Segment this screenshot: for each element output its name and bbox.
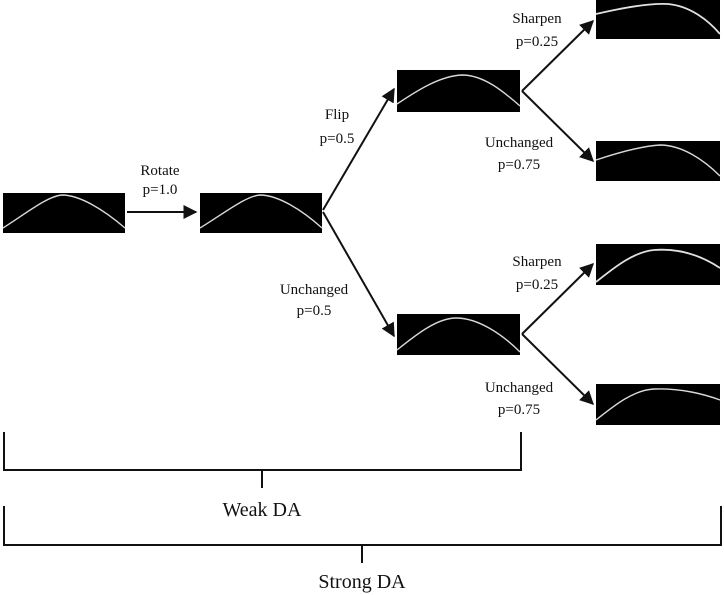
- flip-prob: p=0.5: [320, 131, 355, 147]
- arrow-icon: [322, 87, 395, 211]
- arrow-icon: [521, 90, 594, 162]
- scan-noflip-sharpen: [595, 244, 721, 285]
- scan-noflip-unchanged: [595, 384, 721, 425]
- scan-flip-sharpen: [595, 0, 721, 39]
- arrow-icon: [521, 263, 594, 335]
- unchanged-top-label: Unchanged: [485, 135, 554, 151]
- rotate-label: Rotate: [140, 163, 179, 179]
- unchanged-bottom-prob: p=0.75: [498, 402, 540, 418]
- scan-original: [2, 193, 126, 233]
- sharpen-bottom-label: Sharpen: [512, 254, 562, 270]
- scan-flip-unchanged: [595, 141, 721, 181]
- unchanged-bottom-label: Unchanged: [485, 380, 554, 396]
- strong-da-bracket: [3, 506, 722, 563]
- scan-flipped: [396, 70, 521, 112]
- weak-da-bracket: [3, 432, 522, 488]
- rotate-prob: p=1.0: [143, 182, 178, 198]
- sharpen-bottom-prob: p=0.25: [516, 277, 558, 293]
- scan-unflipped: [396, 314, 521, 355]
- sharpen-top-label: Sharpen: [512, 11, 562, 27]
- arrow-icon: [521, 20, 594, 92]
- arrow-icon: [521, 333, 594, 405]
- arrow-icon: [322, 211, 395, 338]
- unchanged-flip-label: Unchanged: [280, 282, 349, 298]
- sharpen-top-prob: p=0.25: [516, 34, 558, 50]
- scan-rotated: [199, 193, 323, 233]
- strong-da-label: Strong DA: [318, 571, 406, 593]
- unchanged-top-prob: p=0.75: [498, 157, 540, 173]
- unchanged-flip-prob: p=0.5: [297, 303, 332, 319]
- flip-label: Flip: [325, 107, 349, 123]
- weak-da-label: Weak DA: [223, 499, 302, 521]
